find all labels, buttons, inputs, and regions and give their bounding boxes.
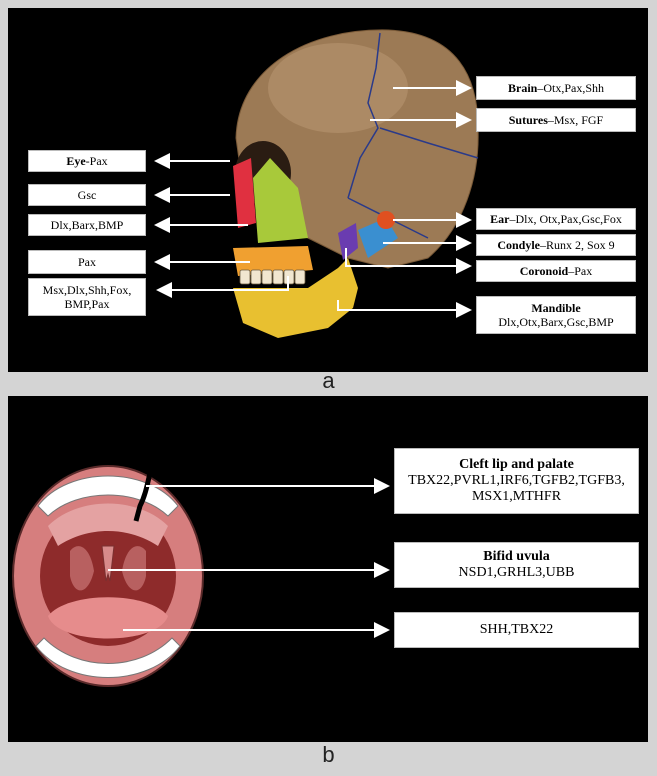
label-ear: Ear – Dlx, Otx,Pax,Gsc,Fox (476, 208, 636, 230)
label-sutures: Sutures – Msx, FGF (476, 108, 636, 132)
label-eye: Eye -Pax (28, 150, 146, 172)
label-condyle: Condyle – Runx 2, Sox 9 (476, 234, 636, 256)
caption-a: a (0, 368, 657, 394)
label-pax: Pax (28, 250, 146, 274)
caption-b: b (0, 742, 657, 768)
label-cleft: Cleft lip and palate TBX22,PVRL1,IRF6,TG… (394, 448, 639, 514)
label-dlx: Dlx,Barx,BMP (28, 214, 146, 236)
label-bifid: Bifid uvula NSD1,GRHL3,UBB (394, 542, 639, 588)
label-msx: Msx,Dlx,Shh,Fox, BMP,Pax (28, 278, 146, 316)
label-shh: SHH,TBX22 (394, 612, 639, 648)
label-coronoid: Coronoid – Pax (476, 260, 636, 282)
arrow-mandible (338, 300, 470, 310)
label-gsc: Gsc (28, 184, 146, 206)
panel-b-mouth-diagram: Cleft lip and palate TBX22,PVRL1,IRF6,TG… (8, 396, 648, 742)
panel-a-skull-diagram: Eye -Pax Gsc Dlx,Barx,BMP Pax Msx,Dlx,Sh… (8, 8, 648, 372)
label-brain: Brain – Otx,Pax,Shh (476, 76, 636, 100)
label-mandible: Mandible Dlx,Otx,Barx,Gsc,BMP (476, 296, 636, 334)
ear-region (377, 211, 395, 229)
